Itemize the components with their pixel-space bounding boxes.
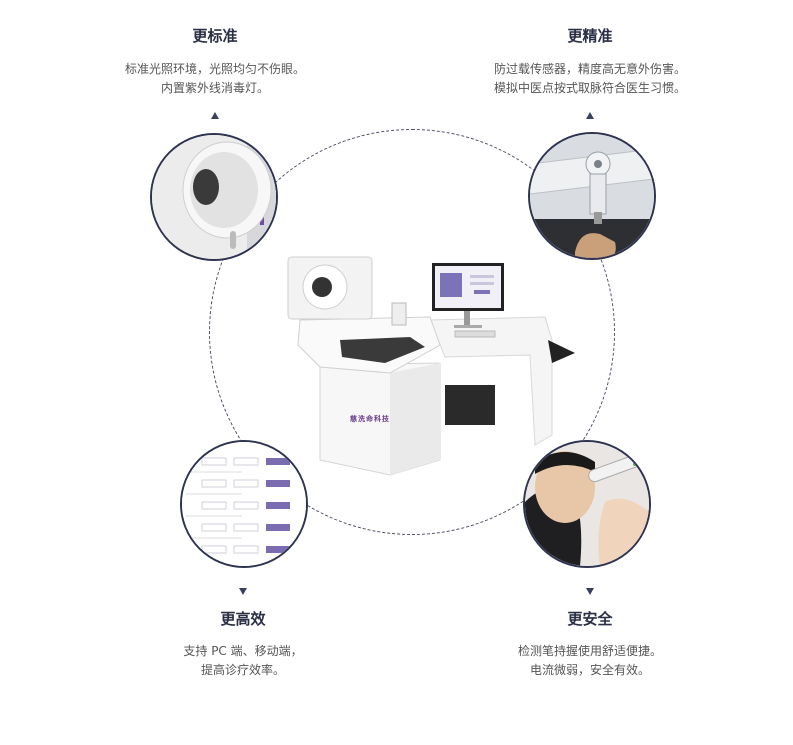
arrow-up-icon — [211, 112, 219, 119]
diagnostic-workstation-image — [280, 245, 590, 480]
feature-title-safe: 更安全 — [567, 610, 613, 628]
arrow-up-icon — [586, 112, 594, 119]
feature-desc-precise: 防过载传感器，精度高无意外伤害。 模拟中医点按式取脉符合医生习惯。 — [493, 62, 686, 95]
feature-desc-safe: 检测笔持握使用舒适便捷。 电流微弱，安全有效。 — [517, 644, 662, 677]
lightbox-image — [150, 133, 278, 261]
brand-logo: 慈洗命科技 — [350, 415, 390, 423]
feature-title-efficient: 更高效 — [220, 610, 266, 628]
arrow-down-icon — [239, 588, 247, 595]
feature-desc-efficient: 支持 PC 端、移动端， 提高诊疗效率。 — [183, 644, 303, 677]
feature-title-standard: 更标准 — [192, 27, 238, 45]
connector-ring — [209, 129, 615, 535]
feature-desc-standard: 标准光照环境，光照均匀不伤眼。 内置紫外线消毒灯。 — [124, 62, 305, 95]
feature-title-precise: 更精准 — [567, 27, 613, 45]
arrow-down-icon — [586, 588, 594, 595]
software-ui-image — [180, 440, 308, 568]
pulse-sensor-image — [528, 132, 656, 260]
